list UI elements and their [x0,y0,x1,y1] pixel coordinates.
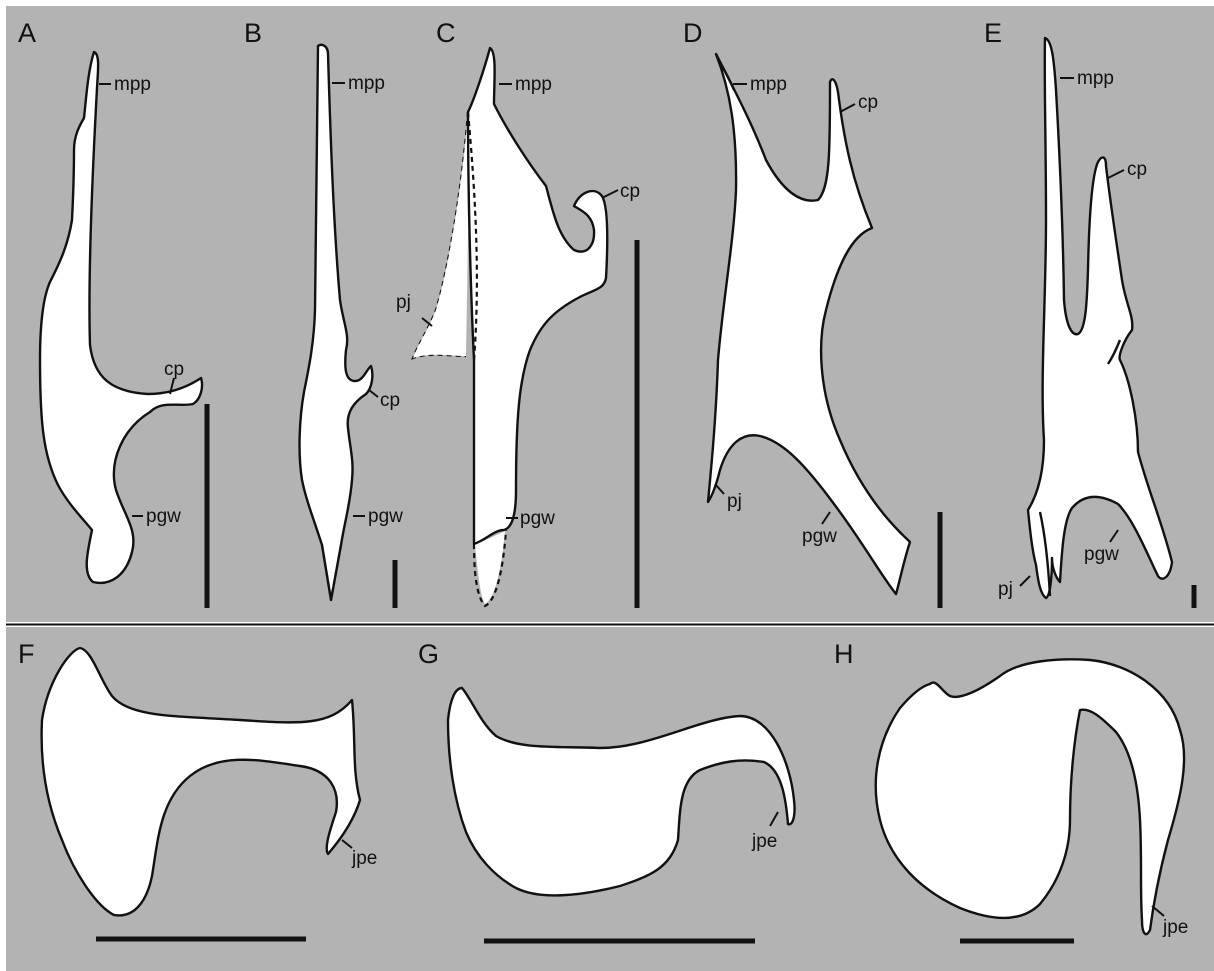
panel-d-cp-label: cp [858,92,878,113]
panel-g-jpe-label: jpe [751,831,777,852]
panel-b-letter: B [244,18,262,48]
panel-d-mpp-label: mpp [750,74,787,95]
panel-c-pj-label: pj [396,292,411,313]
panel-a-letter: A [18,18,36,48]
panel-d-letter: D [683,18,703,48]
panel-f-jpe-label: jpe [351,848,377,869]
panel-b-pgw-label: pgw [368,506,403,527]
panel-e-pgw-label: pgw [1084,544,1119,565]
panel-h-jpe-label: jpe [1162,917,1188,938]
panel-d-pgw-label: pgw [802,526,837,547]
panel-h-letter: H [834,639,854,669]
panel-c-letter: C [436,18,456,48]
panel-a-pgw-label: pgw [146,506,181,527]
panel-e-letter: E [984,18,1002,48]
panel-c-pgw-label: pgw [520,508,555,529]
panel-f-letter: F [18,639,35,669]
panel-e-pj-label: pj [998,579,1013,600]
panel-e-mpp-label: mpp [1077,68,1114,89]
panel-c-mpp-label: mpp [515,74,552,95]
panel-g-letter: G [418,639,439,669]
panel-b-cp-label: cp [380,390,400,411]
panel-a-mpp-label: mpp [114,74,151,95]
panel-b-mpp-label: mpp [348,73,385,94]
panel-c-cp-label: cp [620,181,640,202]
panel-a-cp-label: cp [164,359,184,380]
panel-e-cp-label: cp [1127,159,1147,180]
panel-d-pj-label: pj [727,491,742,512]
